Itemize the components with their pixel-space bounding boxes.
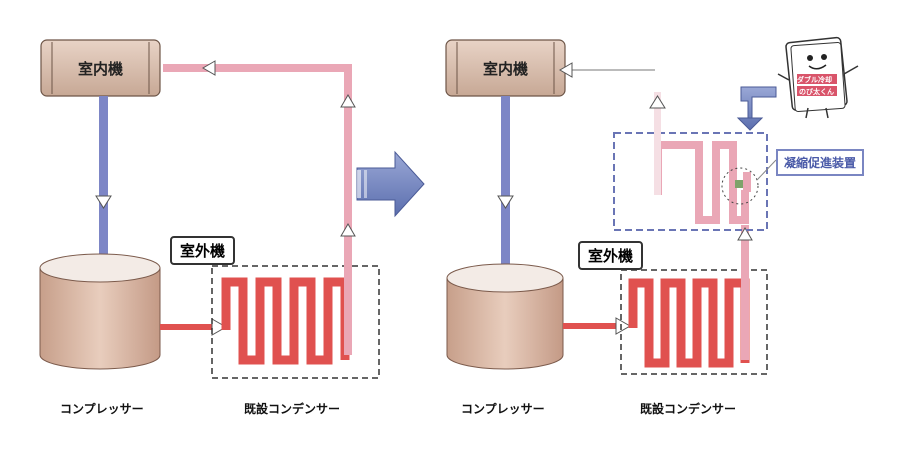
outdoor-unit-box-left <box>211 265 380 379</box>
condenser-coil-left <box>221 277 350 365</box>
indoor-unit-label-left: 室内機 <box>77 59 123 78</box>
mascot <box>777 36 859 119</box>
compressor-tank-right <box>446 277 564 370</box>
pipe-blue-right <box>501 96 510 271</box>
mascot-text-2: のび太くん <box>799 88 834 96</box>
condenser-label-left: 既設コンデンサー <box>244 402 341 416</box>
condenser-coil-right <box>628 278 750 368</box>
mascot-text-1: ダブル冷却 <box>797 76 832 84</box>
outdoor-unit-tag-left: 室外機 <box>170 236 236 265</box>
transition-arrow <box>356 150 425 218</box>
outdoor-unit-tag-right: 室外機 <box>578 241 644 270</box>
indoor-unit-label-right: 室内機 <box>482 59 528 78</box>
device-arrow <box>736 86 777 131</box>
outdoor-unit-box-right <box>620 269 768 375</box>
device-label: 凝縮促進装置 <box>776 149 865 176</box>
device-coil <box>654 141 749 224</box>
pipe-blue-left <box>99 96 108 271</box>
condenser-label-right: 既設コンデンサー <box>640 402 737 416</box>
device-box <box>613 132 768 231</box>
compressor-tank-left <box>39 267 161 370</box>
compressor-label-left: コンプレッサー <box>60 402 144 416</box>
pipe-pink-riser-left <box>344 65 352 355</box>
compressor-label-right: コンプレッサー <box>461 402 545 416</box>
pipe-red-left <box>160 324 220 330</box>
arrow-down-left <box>95 195 112 209</box>
